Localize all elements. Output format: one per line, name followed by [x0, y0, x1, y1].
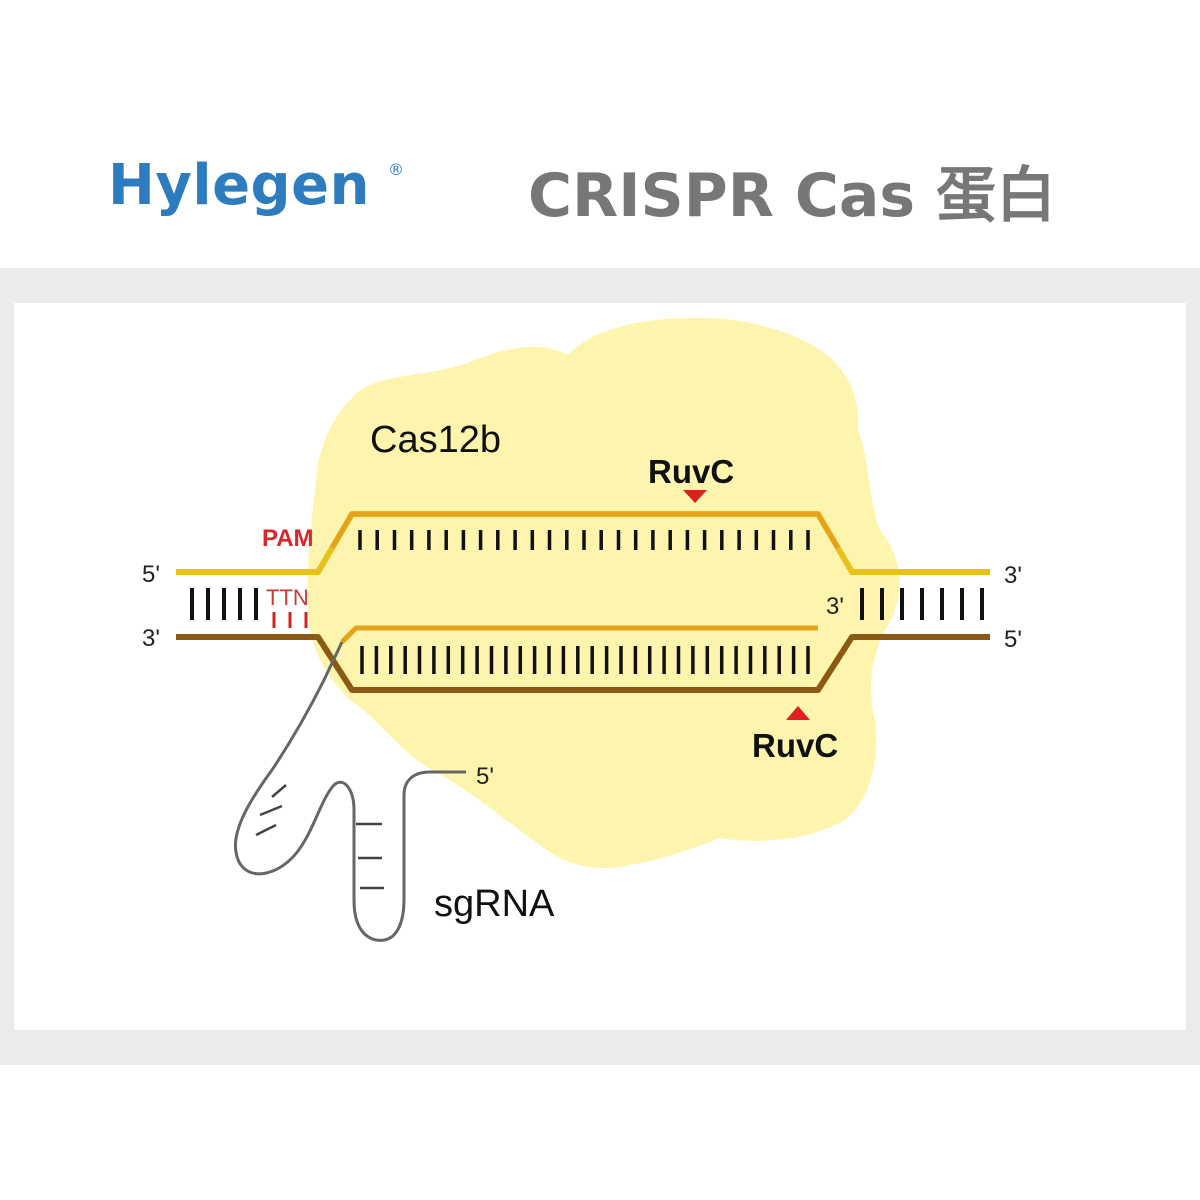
ruvc-top-marker [683, 490, 707, 503]
header: Hylegen ® CRISPR Cas 蛋白 [0, 0, 1200, 268]
base-pairs-top-row [358, 530, 810, 550]
top-strand-middle-segment [329, 511, 841, 550]
pam-sequence-label: TTN [266, 585, 309, 610]
sgrna-scaffold [233, 641, 466, 942]
sgrna-guide-strand [340, 625, 818, 644]
protein-label: Cas12b [370, 419, 501, 461]
ruvc-bottom-marker [786, 706, 810, 720]
pam-label: PAM [262, 525, 314, 552]
brand-logo: Hylegen [108, 153, 370, 218]
sgrna-label: sgRNA [434, 883, 555, 925]
page-title: CRISPR Cas 蛋白 [528, 161, 1056, 231]
sgrna-5prime-label: 5' [476, 763, 494, 790]
inner-3prime-label: 3' [826, 593, 844, 620]
cas12b-protein-blob [307, 317, 900, 869]
bottom-strand-3prime: 3' [142, 625, 160, 652]
nontarget-strand-bottom [176, 634, 990, 693]
pam-base-pairs [272, 612, 308, 628]
top-strand-5prime: 5' [142, 561, 160, 588]
base-pairs-right [860, 588, 984, 620]
ruvc-bottom-label: RuvC [752, 727, 838, 764]
bottom-strand-5prime: 5' [1004, 626, 1022, 653]
base-pairs-left [190, 588, 258, 620]
registered-mark: ® [388, 160, 404, 179]
base-pairs-middle-row [360, 646, 810, 674]
ruvc-top-label: RuvC [648, 453, 734, 490]
top-strand-3prime: 3' [1004, 562, 1022, 589]
sgrna-stem-pairs [255, 784, 384, 890]
